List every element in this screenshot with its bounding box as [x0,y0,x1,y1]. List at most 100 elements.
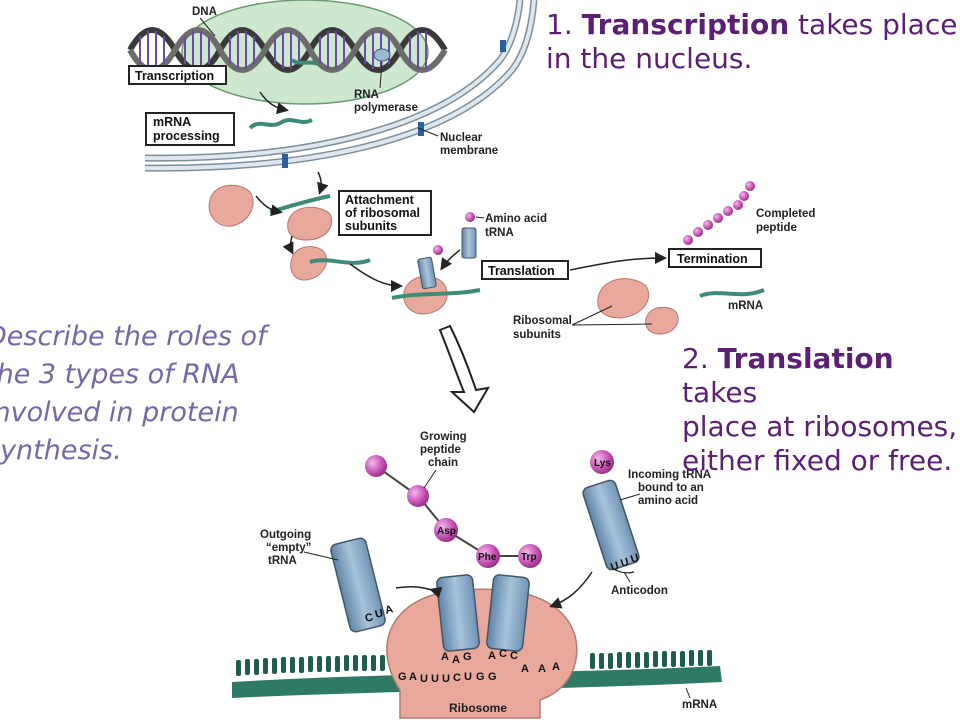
zoom-arrow [438,324,490,414]
to-termination-arrow [569,252,667,271]
ribosome-label: Ribosome [449,701,507,715]
ribosomal-subunits-label-2: subunits [513,329,561,341]
attachment-label-2: of ribosomal [345,206,420,220]
amino-acid-on-ribosome [433,245,443,255]
incoming-arrow [549,571,593,609]
amino-acid-phe: Phe [476,544,500,568]
amino-acid-asp: Asp [434,518,458,542]
mrna-top-label: mRNA [728,300,763,312]
growing-chain-label-2: peptide [420,444,461,456]
question-line-2: the 3 types of RNA [0,359,240,390]
base-right_anticodon-2: C [510,650,518,662]
nucleus-region [181,0,429,105]
processed-mrna [248,118,313,130]
small-subunit-1 [208,184,254,227]
trna-top [461,227,477,259]
incoming-label-2: bound to an [638,482,704,494]
base-mrna_sequence-6: U [464,671,472,683]
outgoing-label-2: “empty” [266,542,311,554]
amino-acid-trp: Trp [518,544,542,568]
amino-acid-label: Amino acid [485,213,547,225]
translation-text-2: place at ribosomes, [682,410,958,443]
base-right_anticodon-1: C [499,648,507,660]
trna-on-ribosome [417,256,437,290]
mrna-translating [391,288,481,300]
mrna-processing-label-2: processing [153,129,220,143]
translation-text-3: either fixed or free. [682,444,953,477]
base-mrna_sequence-11: A [552,661,560,673]
base-mrna_sequence-0: G [398,671,407,683]
amino-acid-ball [465,212,475,222]
base-outgoing_anticodon-1: U [374,607,385,621]
base-mrna_sequence-1: A [409,671,417,683]
transcription-statement: 1. Transcription takes place in the nucl… [546,8,960,76]
outgoing-label-3: tRNA [268,555,297,567]
incoming-label-3: amino acid [638,495,698,507]
question-line-3: involved in protein [0,397,239,428]
ribosomal-subunits-label-1: Ribosomal [513,315,572,327]
transcription-term: Transcription [581,8,790,41]
outgoing-label-1: Outgoing [260,529,311,541]
incoming-trna [582,479,640,571]
base-outgoing_anticodon-2: A [384,603,395,617]
translation-term: Translation [717,342,894,375]
base-left_anticodon-0: A [441,651,449,663]
completed-peptide-chain [683,181,755,245]
transcription-box-label: Transcription [135,69,214,83]
processing-arrow [259,91,289,115]
attach-arrow-1 [255,195,283,217]
lys-label: Lys [594,458,611,469]
base-mrna_sequence-10: A [538,663,546,675]
translation-number: 2. [682,342,718,375]
trna-arrow [440,249,461,271]
base-left_anticodon-1: A [452,654,460,666]
export-arrow [317,171,329,195]
outgoing-trna [330,537,386,633]
nuclear-membrane [144,0,538,172]
mrna-processing-box: mRNA processing [145,112,235,146]
outgoing-arrow [395,585,443,599]
transcription-number: 1. [546,8,582,41]
growing-chain-label-1: Growing [420,431,467,443]
base-mrna_sequence-4: U [442,673,450,685]
base-mrna_sequence-5: C [453,672,461,684]
base-incoming_anticodon-0: U [609,560,620,574]
phe-label: Phe [478,552,497,563]
asp-label: Asp [437,526,456,537]
ribosome-detailed [386,588,578,719]
rna-polymerase-shape [373,48,391,62]
released-mrna [699,288,765,298]
released-large-subunit [597,278,650,319]
attachment-box: Attachment of ribosomal subunits [338,190,432,236]
nascent-mrna [290,58,319,66]
trna-a-site [486,574,530,652]
base-right_anticodon-0: A [488,650,496,662]
question-text: Describe the roles of the 3 types of RNA… [0,318,286,470]
base-mrna_sequence-9: A [521,663,529,675]
mrna-processing-label-1: mRNA [153,115,191,129]
translation-text-1: takes [682,376,758,409]
rna-polymerase-label-2: polymerase [354,102,418,114]
attach-arrow-3 [349,263,403,292]
completed-peptide-label-2: peptide [756,222,797,234]
growing-chain-label-3: chain [428,457,458,469]
rna-polymerase-label-1: RNA [354,89,379,101]
nuclear-membrane-label-1: Nuclear [440,132,483,144]
translation-statement: 2. Translation takes place at ribosomes,… [682,342,960,478]
translation-box-label: Translation [488,264,555,278]
base-mrna_sequence-7: G [476,671,485,683]
transcription-text-1: takes place [789,8,958,41]
transcription-box: Transcription [128,65,227,85]
incoming-anticodon-bases: UUU [609,552,640,574]
base-mrna_sequence-2: U [420,673,428,685]
termination-box-label: Termination [677,252,748,266]
large-subunit-1 [287,206,333,241]
transcription-text-2: in the nucleus. [546,42,753,75]
trna-p-site [436,574,480,652]
mrna-bottom-label: mRNA [682,699,717,711]
mrna-on-ribosome [309,258,371,265]
